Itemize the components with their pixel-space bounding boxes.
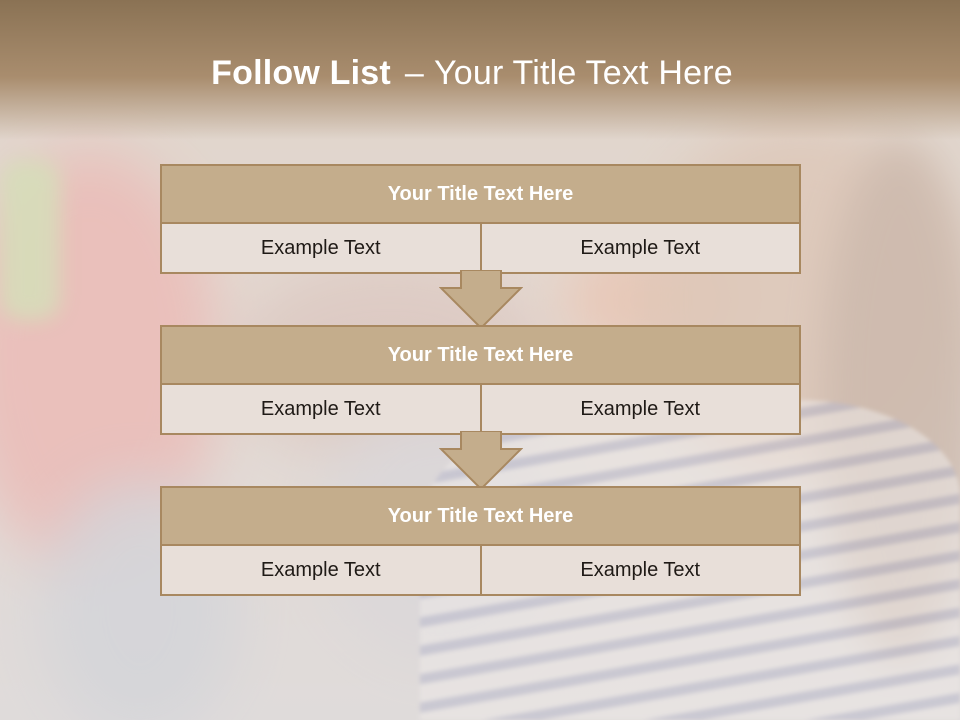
page-title: Follow List–Your Title Text Here [0, 54, 944, 93]
page-title-rest: Your Title Text Here [434, 54, 733, 92]
flow-cell-right: Example Text [479, 224, 799, 272]
flow-cell-left: Example Text [162, 385, 480, 433]
flow-block-row: Example Text Example Text [162, 546, 799, 594]
flow-cell-right: Example Text [479, 385, 799, 433]
flow-block-1: Your Title Text Here Example Text Exampl… [160, 164, 801, 274]
title-band [0, 0, 960, 140]
flow-block-2: Your Title Text Here Example Text Exampl… [160, 325, 801, 435]
flow-block-title: Your Title Text Here [162, 166, 799, 224]
flow-block-title: Your Title Text Here [162, 488, 799, 546]
flow-cell-right: Example Text [479, 546, 799, 594]
flow-cell-left: Example Text [162, 546, 480, 594]
flow-block-title: Your Title Text Here [162, 327, 799, 385]
flow-block-row: Example Text Example Text [162, 385, 799, 433]
down-arrow-icon [439, 431, 523, 491]
page-title-bold: Follow List [211, 54, 391, 92]
flow-cell-left: Example Text [162, 224, 480, 272]
flow-block-row: Example Text Example Text [162, 224, 799, 272]
page-title-separator: – [404, 54, 425, 92]
flow-block-3: Your Title Text Here Example Text Exampl… [160, 486, 801, 596]
down-arrow-icon [439, 270, 523, 330]
